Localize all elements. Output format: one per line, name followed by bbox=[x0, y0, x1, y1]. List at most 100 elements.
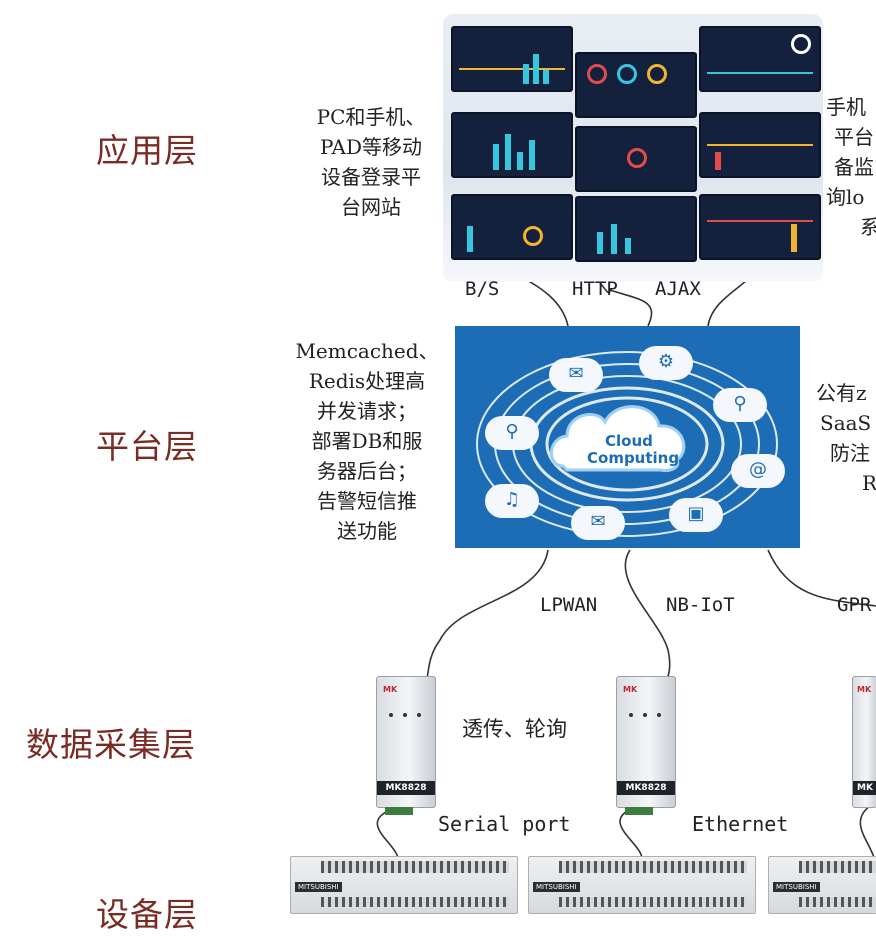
mail-bubble: ✉ bbox=[571, 506, 625, 540]
cloud-shape bbox=[550, 405, 686, 472]
app-right-line: 系 bbox=[860, 215, 876, 239]
plc-device: MITSUBISHI bbox=[768, 856, 876, 914]
plc-brand: MITSUBISHI bbox=[295, 882, 342, 892]
dashboard-screen bbox=[575, 126, 697, 192]
app-left-line: PC和手机、 bbox=[316, 105, 426, 129]
plc-terminals bbox=[321, 897, 509, 907]
plc-brand: MITSUBISHI bbox=[773, 882, 820, 892]
platform-right-line: R bbox=[862, 471, 876, 495]
led bbox=[389, 713, 393, 717]
interface-label-ethernet: Ethernet bbox=[692, 812, 789, 836]
platform-right-text: 公有z SaaS 防注 R bbox=[816, 378, 876, 498]
chat-bubble: ✉ bbox=[549, 358, 603, 392]
platform-left-line: Redis处理高 bbox=[308, 369, 426, 393]
serial-line-1 bbox=[376, 807, 399, 859]
dashboard-screen bbox=[451, 194, 573, 260]
camera-bubble: ▣ bbox=[669, 498, 723, 532]
gprs-line bbox=[767, 549, 876, 607]
platform-left-line: 告警短信推 bbox=[317, 489, 417, 513]
music-bubble: ♫ bbox=[485, 484, 539, 518]
camera-icon: ▣ bbox=[687, 503, 705, 524]
protocol-label-ajax: AJAX bbox=[655, 278, 701, 300]
cloud-rings bbox=[476, 351, 778, 537]
mail-icon: ✉ bbox=[590, 511, 606, 532]
chat-icon: ✉ bbox=[568, 363, 584, 384]
dashboard-screen bbox=[699, 112, 821, 178]
plc-device: MITSUBISHI bbox=[528, 856, 756, 914]
cloud-computing-panel: Cloud Computing ✉ ⚙ ⚲ ⚲ @ ♫ ✉ ▣ bbox=[455, 326, 800, 548]
network-label-nbiot: NB-IoT bbox=[666, 594, 735, 616]
cloud-subtitle: Computing bbox=[587, 449, 680, 467]
layer-label-platform: 平台层 bbox=[96, 427, 198, 466]
application-left-text: PC和手机、 PAD等移动 设备登录平 台网站 bbox=[304, 102, 438, 222]
music-note-icon: ♫ bbox=[503, 489, 521, 510]
search-bubble: ⚲ bbox=[485, 416, 539, 450]
led bbox=[403, 713, 407, 717]
app-left-line: 设备登录平 bbox=[321, 165, 421, 189]
platform-left-line: 送功能 bbox=[337, 519, 397, 543]
layer-label-data-collection: 数据采集层 bbox=[26, 725, 196, 764]
dashboard-screen bbox=[699, 26, 821, 92]
lock-bubble: ⚲ bbox=[713, 388, 767, 422]
platform-right-line: 公有z bbox=[816, 381, 867, 405]
led bbox=[657, 713, 661, 717]
gateway-brand: MK bbox=[623, 685, 638, 694]
layer-label-device: 设备层 bbox=[96, 895, 198, 934]
interface-label-serial: Serial port bbox=[438, 812, 571, 836]
gateway-model: MK8828 bbox=[617, 781, 675, 795]
gateway-brand: MK bbox=[857, 685, 872, 694]
gateway-brand: MK bbox=[383, 685, 398, 694]
gateway-device: MK MK8828 bbox=[616, 676, 676, 815]
gear-bubble: ⚙ bbox=[639, 346, 693, 380]
cloud-title: Cloud bbox=[605, 432, 653, 450]
gear-icon: ⚙ bbox=[657, 351, 675, 372]
platform-right-line: 防注 bbox=[830, 441, 870, 465]
platform-right-line: SaaS bbox=[820, 411, 872, 435]
layer-label-application: 应用层 bbox=[96, 131, 198, 170]
search-icon: ⚲ bbox=[505, 421, 519, 442]
dashboard-screen bbox=[451, 112, 573, 178]
plc-terminals bbox=[559, 861, 747, 873]
app-right-line: 备监 bbox=[834, 155, 874, 179]
plc-terminals bbox=[321, 861, 509, 873]
platform-left-line: 务器后台； bbox=[317, 459, 417, 483]
led bbox=[629, 713, 633, 717]
gateway-base bbox=[385, 807, 413, 815]
gateway-device: MK MK bbox=[852, 676, 876, 808]
dashboard-screen bbox=[575, 52, 697, 118]
network-label-gprs: GPR bbox=[837, 594, 872, 616]
at-sign-icon: @ bbox=[749, 459, 767, 480]
platform-left-line: Memcached、 bbox=[295, 339, 439, 363]
at-bubble: @ bbox=[731, 454, 785, 488]
plc-device: MITSUBISHI bbox=[290, 856, 518, 914]
app-right-line: 平台 bbox=[834, 125, 874, 149]
monitor-wall-image bbox=[443, 14, 823, 282]
protocol-label-bs: B/S bbox=[465, 278, 500, 300]
app-right-line: 询lo bbox=[826, 185, 865, 209]
nbiot-line bbox=[624, 549, 671, 681]
led bbox=[417, 713, 421, 717]
dashboard-screen bbox=[451, 26, 573, 92]
platform-left-text: Memcached、 Redis处理高 并发请求； 部署DB和服 务器后台； 告… bbox=[292, 336, 442, 546]
plc-terminals bbox=[799, 861, 876, 873]
app-left-line: 台网站 bbox=[341, 195, 401, 219]
serial-line-3 bbox=[859, 805, 875, 859]
network-label-lpwan: LPWAN bbox=[540, 594, 598, 616]
app-left-line: PAD等移动 bbox=[319, 135, 423, 159]
plc-terminals bbox=[799, 897, 876, 907]
lpwan-line bbox=[424, 549, 549, 681]
protocol-label-http: HTTP bbox=[572, 278, 618, 300]
led bbox=[643, 713, 647, 717]
plc-brand: MITSUBISHI bbox=[533, 882, 580, 892]
gateway-model: MK bbox=[853, 781, 876, 795]
platform-left-line: 并发请求； bbox=[317, 399, 417, 423]
dashboard-screen bbox=[575, 196, 697, 262]
gateway-device: MK MK8828 bbox=[376, 676, 436, 815]
app-right-line: 手机 bbox=[826, 95, 866, 119]
gateway-base bbox=[625, 807, 653, 815]
platform-left-line: 部署DB和服 bbox=[311, 429, 423, 453]
application-right-text: 手机 平台 备监 询lo 系 bbox=[826, 92, 876, 242]
dashboard-screen bbox=[699, 194, 821, 260]
lock-icon: ⚲ bbox=[733, 393, 747, 414]
gateway-model: MK8828 bbox=[377, 781, 435, 795]
